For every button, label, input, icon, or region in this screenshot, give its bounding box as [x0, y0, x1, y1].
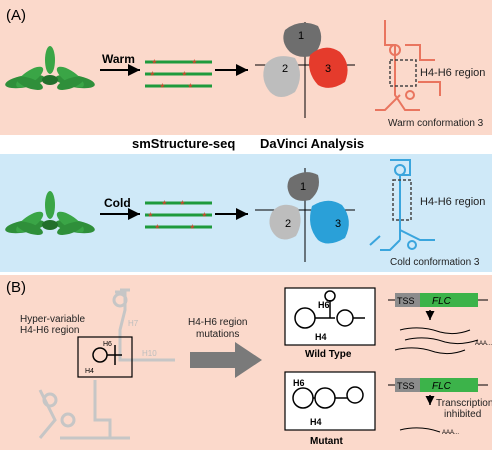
inhibited-line1: Transcription	[436, 398, 492, 409]
wild-type-h6: H6	[318, 300, 330, 310]
mutant-structure-icon	[292, 386, 364, 409]
svg-text:*: *	[188, 81, 193, 95]
warm-region-label: H4-H6 region	[420, 67, 485, 79]
method-label: smStructure-seq	[132, 136, 235, 151]
cold-cluster-3: 3	[335, 218, 341, 230]
svg-text:*: *	[152, 57, 157, 71]
svg-text:*: *	[148, 210, 153, 224]
svg-text:*: *	[180, 198, 185, 212]
hypervariable-line2: H4-H6 region	[20, 325, 79, 336]
mut-transcript	[399, 427, 441, 433]
svg-text:*: *	[192, 57, 197, 71]
svg-text:*: *	[155, 222, 160, 236]
mut-flc-box	[420, 378, 478, 392]
svg-text:*: *	[202, 210, 207, 224]
warm-cluster-plot: 1 2 3	[255, 22, 355, 118]
mut-tss-label: TSS	[397, 381, 415, 391]
wild-type-structure-icon	[294, 290, 365, 329]
hypervariable-line1: Hyper-variable	[20, 314, 85, 325]
warm-cluster-1: 1	[298, 30, 304, 42]
warm-cluster-2: 2	[282, 63, 288, 75]
wt-tss-label: TSS	[397, 296, 415, 306]
svg-text:*: *	[182, 69, 187, 83]
warm-cluster-3: 3	[325, 63, 331, 75]
warm-background	[0, 0, 492, 135]
panel-a-label: (A)	[6, 7, 26, 24]
cold-structure-icon	[369, 159, 435, 251]
svg-text:*: *	[160, 81, 165, 95]
svg-text:*: *	[150, 69, 155, 83]
hypervariable-region-box	[77, 336, 133, 378]
wt-tss-box	[395, 293, 420, 307]
warm-plant-icon	[5, 46, 95, 90]
wt-flc-box	[420, 293, 478, 307]
mutant-h4: H4	[310, 417, 322, 427]
mutant-h6: H6	[293, 378, 305, 388]
cold-cluster-2: 2	[285, 218, 291, 230]
warm-structure-icon	[375, 20, 441, 111]
mutations-arrow	[190, 342, 262, 378]
wt-transcript-tail: AAA...	[475, 341, 492, 347]
svg-text:*: *	[190, 222, 195, 236]
hypervariable-structure-icon	[92, 345, 122, 365]
mut-tss-box	[395, 378, 420, 392]
wild-type-h4: H4	[315, 332, 327, 342]
panel-b-label: (B)	[6, 279, 26, 296]
cold-region-box	[392, 179, 412, 221]
mut-flc-label: FLC	[432, 381, 452, 392]
helix-h7: H7	[128, 319, 139, 328]
mutant-label: Mutant	[310, 436, 343, 447]
cold-cluster-1: 1	[300, 181, 306, 193]
wt-flc-label: FLC	[432, 296, 452, 307]
mut-transcript-tail: AAA...	[442, 430, 459, 436]
helix-h10: H10	[142, 349, 157, 358]
svg-text:*: *	[162, 198, 167, 212]
cold-plant-icon	[5, 191, 95, 235]
warm-condition-label: Warm	[102, 52, 135, 66]
cold-region-label: H4-H6 region	[420, 196, 485, 208]
faded-structure-icon	[38, 288, 175, 440]
inhibited-line2: inhibited	[444, 409, 481, 420]
wild-type-label: Wild Type	[305, 349, 352, 360]
warm-reads: * * * * * *	[145, 57, 212, 95]
wt-transcripts	[394, 327, 479, 355]
cold-reads: * * * * * *	[145, 198, 212, 236]
warm-conformation-label: Warm conformation 3	[388, 118, 484, 129]
helix-h4-small: H4	[85, 368, 94, 375]
cold-condition-label: Cold	[104, 196, 131, 210]
warm-region-box	[389, 59, 417, 87]
analysis-label: DaVinci Analysis	[260, 136, 364, 151]
cold-cluster-plot: 1 2 3	[255, 168, 355, 262]
mutation-label-line1: H4-H6 region	[188, 317, 247, 328]
helix-h6-small: H6	[103, 341, 112, 348]
cold-conformation-label: Cold conformation 3	[390, 257, 480, 268]
mutation-label-line2: mutations	[196, 329, 239, 340]
